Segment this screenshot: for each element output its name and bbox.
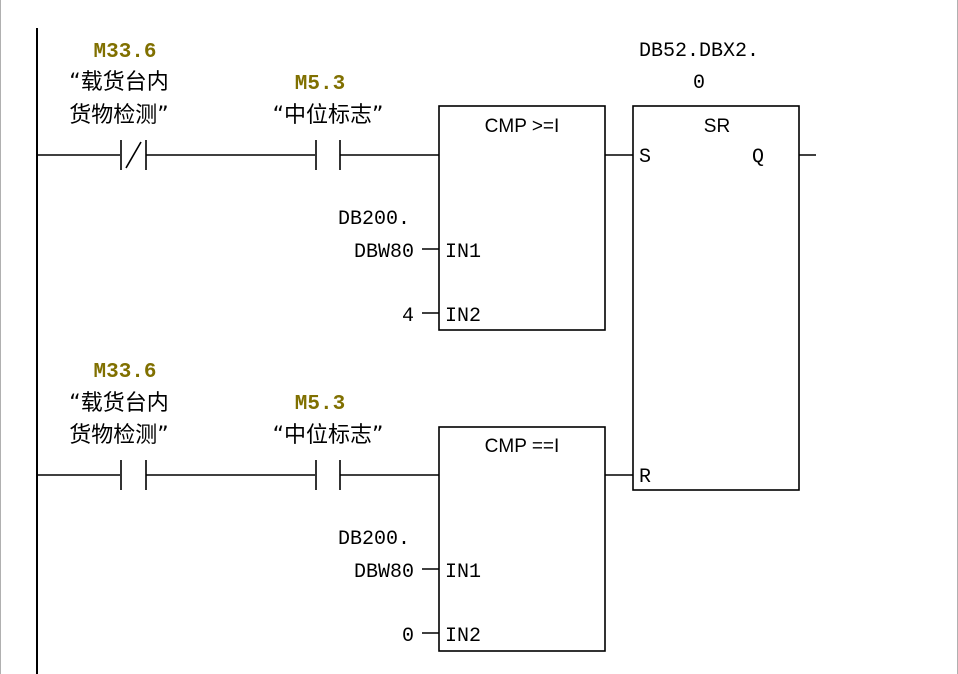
operand-in1: DBW80 (354, 561, 414, 584)
operand-in2: 4 (402, 305, 414, 328)
pin-q: Q (752, 146, 764, 169)
contact-m33-6-nc[interactable] (120, 140, 147, 170)
contact-m33-6-no[interactable] (120, 460, 147, 490)
contact-address: M5.3 (295, 73, 345, 96)
contact-symbol: “中位标志” (273, 103, 384, 128)
cmp-box (438, 426, 606, 652)
pin-in1: IN1 (445, 561, 481, 584)
operand-in2: 0 (402, 625, 414, 648)
sr-title: SR (704, 116, 730, 137)
pin-in2: IN2 (445, 305, 481, 328)
contact-symbol: 货物检测” (69, 103, 168, 128)
sr-address: DB52.DBX2. (639, 40, 759, 63)
pin-s: S (639, 146, 651, 169)
contact-symbol: “载货台内 (69, 391, 168, 416)
rung-1: M33.6 “载货台内 货物检测” M5.3 “中位标志” CMP >=I IN… (37, 40, 816, 491)
pin-in1: IN1 (445, 241, 481, 264)
pin-r: R (639, 466, 651, 489)
contact-address: M33.6 (93, 41, 156, 64)
operand-in1: DB200. (338, 528, 410, 551)
cmp-title: CMP ==I (485, 436, 560, 457)
pin-in2: IN2 (445, 625, 481, 648)
cmp-title: CMP >=I (485, 116, 560, 137)
cmp-ge-block[interactable]: CMP >=I IN1 IN2 (438, 105, 606, 331)
sr-address: 0 (693, 72, 705, 95)
contact-symbol: 货物检测” (69, 423, 168, 448)
contact-address: M33.6 (93, 361, 156, 384)
contact-m5-3-no[interactable] (315, 460, 341, 490)
contact-negation-slash (125, 141, 142, 169)
rung-2: M33.6 “载货台内 货物检测” M5.3 “中位标志” CMP ==I IN… (37, 361, 633, 652)
operand-in1: DB200. (338, 208, 410, 231)
cmp-box (438, 105, 606, 331)
cmp-eq-block[interactable]: CMP ==I IN1 IN2 (438, 426, 606, 652)
contact-m5-3-no[interactable] (315, 140, 341, 170)
contact-symbol: “载货台内 (69, 70, 168, 95)
sr-box (632, 105, 800, 491)
sr-block[interactable]: SR S Q R (632, 105, 800, 491)
contact-address: M5.3 (295, 393, 345, 416)
contact-symbol: “中位标志” (273, 423, 384, 448)
operand-in1: DBW80 (354, 241, 414, 264)
